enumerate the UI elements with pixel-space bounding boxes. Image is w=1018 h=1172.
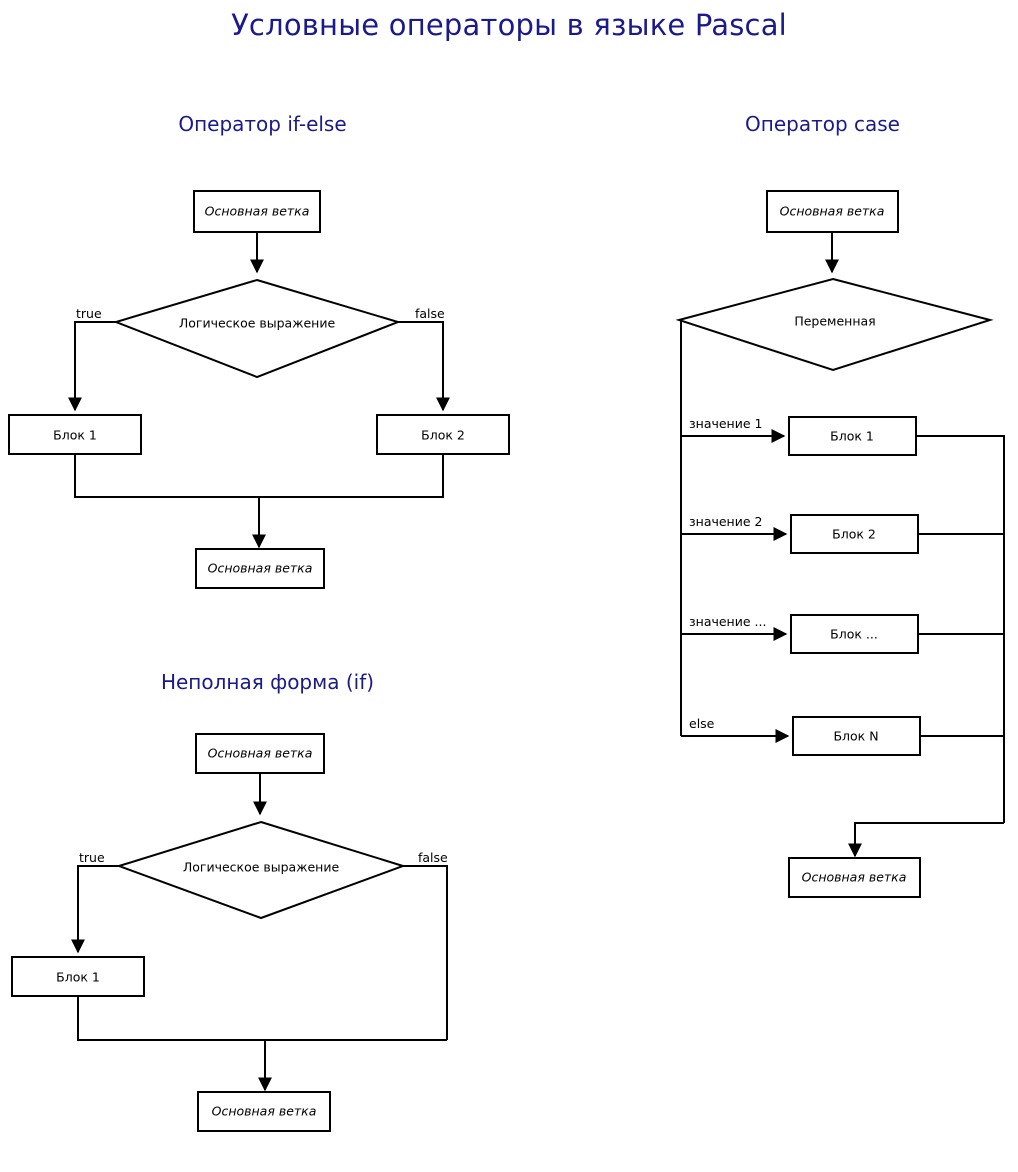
- if-only-edge-true: [71, 865, 119, 954]
- case-block-label-3: Блок N: [833, 729, 878, 744]
- if-else-edge-true: [68, 321, 116, 412]
- if-else-edge-false: [398, 321, 450, 412]
- case-block-box-2: [790, 614, 919, 654]
- if-else-condition-diamond: [112, 278, 402, 379]
- if-else-label-true: true: [76, 306, 102, 321]
- case-end-label: Основная ветка: [802, 870, 907, 885]
- case-selector-diamond: [675, 277, 994, 372]
- case-block-label-0: Блок 1: [830, 429, 874, 444]
- if-else-block-false-box: [376, 414, 510, 455]
- if-else-block-true-label: Блок 1: [53, 428, 97, 443]
- if-else-condition-label: Логическое выражение: [179, 316, 336, 331]
- if-else-label-false: false: [415, 306, 445, 321]
- if-else-end-label: Основная ветка: [208, 561, 313, 576]
- case-collector-line: [848, 822, 1004, 858]
- section-title-if-only: Неполная форма (if): [160, 670, 375, 694]
- case-block-box-1: [790, 514, 919, 554]
- case-branch-label-1: значение 2: [689, 514, 762, 529]
- if-only-condition-label: Логическое выражение: [183, 860, 340, 875]
- if-only-end-label: Основная ветка: [212, 1104, 317, 1119]
- if-only-edge-false: [403, 865, 448, 1040]
- case-block-label-1: Блок 2: [832, 527, 876, 542]
- case-block-box-3: [792, 716, 921, 756]
- section-title-case: Оператор case: [745, 112, 900, 136]
- case-start-box: [766, 190, 899, 233]
- if-only-label-true: true: [79, 850, 105, 865]
- if-else-start-box: [193, 190, 321, 233]
- diagram-if-only: Основная ветка Логическое выражение true…: [11, 733, 448, 1132]
- diagram-case: Основная ветка Переменная значение 1 Бло…: [675, 190, 1005, 898]
- case-start-label: Основная ветка: [780, 204, 885, 219]
- case-exit-line-0: [916, 435, 1005, 823]
- page-title: Условные операторы в языке Pascal: [231, 8, 787, 42]
- if-only-start-label: Основная ветка: [208, 746, 313, 761]
- if-else-end-box: [195, 548, 325, 589]
- section-title-if-else: Оператор if-else: [178, 112, 347, 136]
- if-only-end-box: [197, 1091, 331, 1132]
- if-else-block-false-label: Блок 2: [421, 428, 465, 443]
- case-branch-label-0: значение 1: [689, 416, 762, 431]
- if-only-block-true-label: Блок 1: [56, 970, 100, 985]
- if-only-merge-line: [77, 996, 447, 1041]
- if-else-block-true-box: [8, 414, 142, 455]
- case-branch-label-3: else: [689, 716, 715, 731]
- diagram-if-else: Основная ветка Логическое выражение true…: [8, 190, 510, 589]
- if-only-start-box: [195, 733, 325, 774]
- case-block-label-2: Блок ...: [830, 627, 878, 642]
- if-else-start-label: Основная ветка: [205, 204, 310, 219]
- case-branch-label-2: значение ...: [689, 614, 766, 629]
- if-only-label-false: false: [418, 850, 448, 865]
- if-only-condition-diamond: [115, 820, 407, 920]
- case-selector-label: Переменная: [794, 314, 875, 329]
- if-else-merge-line: [74, 454, 444, 498]
- case-end-box: [788, 857, 921, 898]
